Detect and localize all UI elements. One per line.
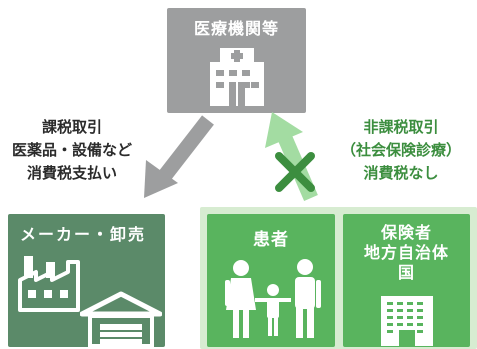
office-building-icon xyxy=(381,296,433,346)
insurer-title-line: 地方自治体 xyxy=(363,243,449,262)
patient-box: 患者 xyxy=(207,214,335,347)
hospital-icon xyxy=(210,48,264,106)
taxable-label-line: 課税取引 xyxy=(41,118,102,136)
insurer-title: 保険者 地方自治体 国 xyxy=(343,223,470,283)
factory-icon xyxy=(18,256,80,312)
taxable-transaction-label: 課税取引 医薬品・設備など 消費税支払い xyxy=(2,116,142,185)
warehouse-icon xyxy=(80,291,162,348)
family-icon xyxy=(225,259,321,338)
non-taxable-label-line: 非課税取引 xyxy=(363,118,439,136)
maker-title: メーカー・卸売 xyxy=(20,225,147,244)
non-taxable-label-line: 消費税なし xyxy=(363,164,439,182)
hospital-box: 医療機関等 xyxy=(167,8,306,113)
cross-mark-icon xyxy=(275,152,315,192)
insurer-box: 保険者 地方自治体 国 xyxy=(343,214,470,347)
maker-box: メーカー・卸売 xyxy=(8,214,165,348)
insurer-title-line: 国 xyxy=(397,263,415,282)
taxable-label-line: 医薬品・設備など xyxy=(11,141,132,159)
hospital-title: 医療機関等 xyxy=(193,19,279,38)
patient-title: 患者 xyxy=(253,230,289,250)
non-taxable-label-line: （社会保険診療） xyxy=(340,141,461,159)
non-taxable-transaction-label: 非課税取引 （社会保険診療） 消費税なし xyxy=(326,116,476,185)
insurer-title-line: 保険者 xyxy=(380,223,432,242)
taxable-label-line: 消費税支払い xyxy=(26,164,117,182)
gray-arrow-to-maker xyxy=(144,115,214,198)
